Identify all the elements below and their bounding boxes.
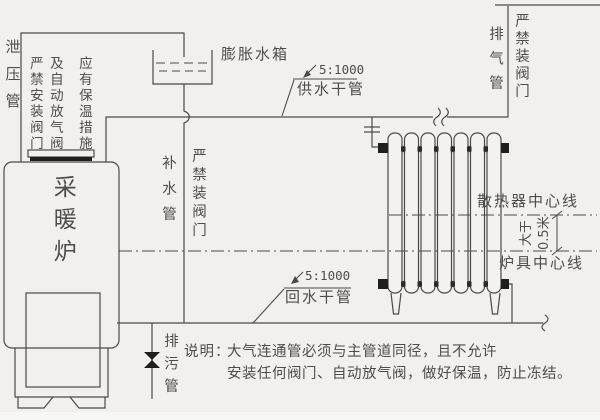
distance-word-label: 大于 xyxy=(518,220,534,247)
radiator-shape xyxy=(378,132,509,315)
tank-water-level xyxy=(156,62,209,72)
distance-value-label: 0.5米 xyxy=(536,216,552,250)
boiler-label: 采暖炉 xyxy=(49,175,76,271)
boiler-centerline-label: 炉具中心线 xyxy=(499,254,585,272)
relief-pipe-label: 泄压管 xyxy=(3,39,22,120)
makeup-pipe-label: 补水管 xyxy=(159,155,176,232)
dimension-bracket xyxy=(551,210,563,256)
union-fitting-icon xyxy=(364,126,380,133)
warning-column-middle: 及自动放气阀 xyxy=(46,56,63,152)
note-line-2: 安装任何阀门、自动放气阀，做好保温，防止冻结。 xyxy=(227,366,572,382)
expansion-tank-label: 膨胀水箱 xyxy=(221,45,290,63)
note-prefix: 说明： xyxy=(184,344,231,360)
expansion-tank-shape xyxy=(152,50,213,85)
relief-pipe-line xyxy=(20,32,185,162)
supply-slope-value: 5:1000 xyxy=(319,62,365,77)
warning-column-left: 严禁安装阀门 xyxy=(26,56,43,152)
note-line-1: 大气连通管必须与主管道同径，且不允许 xyxy=(227,344,497,360)
pipe-break-icon xyxy=(433,107,449,127)
return-break-icon xyxy=(541,314,549,332)
radiator-return-drop xyxy=(508,283,513,323)
drain-pipe-label: 排污管 xyxy=(161,333,178,401)
radiator-centerline-label: 散热器中心线 xyxy=(477,192,580,210)
slope-symbol-return xyxy=(252,271,351,324)
return-slope-value: 5:1000 xyxy=(305,268,351,283)
bottom-margin xyxy=(0,412,600,420)
vent-pipe-label: 排气管 xyxy=(486,26,503,100)
no-valve-label-top: 严禁装阀门 xyxy=(512,13,529,101)
warning-column-right: 应有保温措施 xyxy=(75,56,92,152)
return-pipe-label: 回水干管 xyxy=(285,288,354,306)
slope-symbol-supply xyxy=(281,64,357,117)
supply-pipe-label: 供水干管 xyxy=(297,80,366,98)
boiler-outline xyxy=(3,149,120,409)
no-valve-label-middle: 严禁装阀门 xyxy=(189,148,206,241)
supply-pipe-line2 xyxy=(447,6,509,118)
supply-pipe-line xyxy=(105,116,433,162)
drain-valve-icon xyxy=(144,352,160,368)
